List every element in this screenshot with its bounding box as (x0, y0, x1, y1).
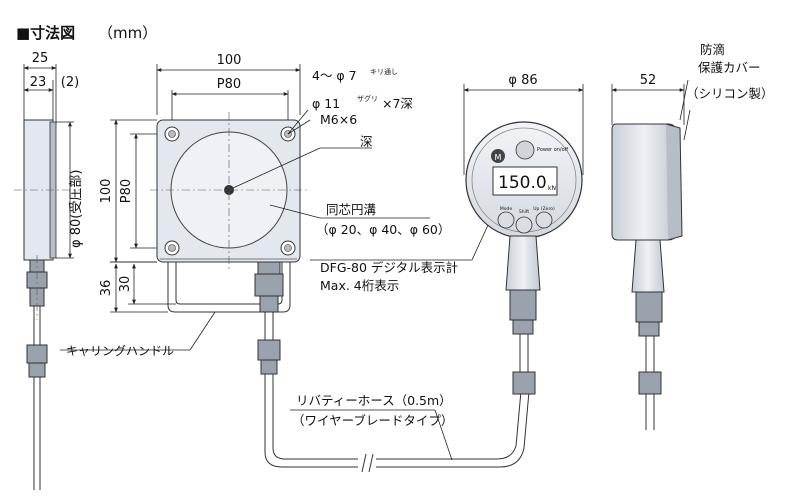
sensor-front-view (60, 64, 430, 375)
dim-receiver-diameter: φ 80(受圧部) (69, 170, 84, 248)
power-button (515, 140, 535, 160)
note-holes-sub: キリ通し (370, 67, 398, 76)
note-groove-title: 同芯円溝 (326, 202, 377, 217)
label-carrying-handle: キャリングハンドル (66, 344, 174, 358)
page-title: ■寸法図 (16, 24, 75, 42)
brand-logo-text: M (495, 153, 502, 162)
dim-handle: 30 (118, 276, 133, 293)
label-model: DFG-80 デジタル表示計 (320, 260, 458, 275)
unit-label: （mm） (98, 24, 157, 42)
dim-side-gap: (2) (61, 75, 79, 90)
dim-handle-total: 36 (99, 280, 114, 297)
dim-front-pitch-h: P80 (217, 77, 241, 92)
note-counterbore-sub: ザグリ (357, 94, 378, 103)
display-value: 150.0 (498, 173, 547, 193)
note-thread: M6×6 (320, 112, 357, 127)
note-thread-depth: 深 (360, 134, 373, 149)
dim-front-width: 100 (217, 53, 242, 68)
sensor-side-view (14, 64, 80, 490)
dim-gauge-diameter: φ 86 (508, 73, 537, 88)
dim-gauge-depth: 52 (640, 73, 657, 88)
gauge-side-view (611, 79, 691, 430)
button-mode-label: Mode (500, 206, 512, 212)
label-display-note: Max. 4桁表示 (320, 278, 399, 293)
note-groove-sizes: （φ 20、φ 40、φ 60） (316, 222, 450, 237)
brand-logo-icon (491, 149, 505, 163)
button-shift-label: Shift (519, 209, 529, 215)
dim-front-pitch-v: P80 (119, 179, 134, 203)
dim-side-body: 23 (30, 75, 47, 90)
power-label: Power on/off (537, 147, 569, 153)
hose (264, 374, 531, 473)
gauge-front-view (310, 84, 584, 395)
label-cover-1: 防滴 (700, 42, 725, 57)
label-hose-1: リバティーホース（0.5m） (296, 393, 452, 408)
dim-front-height: 100 (99, 179, 114, 204)
label-cover-3: （シリコン製） (686, 86, 774, 101)
note-counterbore-depth: ×7深 (382, 96, 413, 111)
button-up-label: Up (Zero) (533, 206, 555, 212)
note-counterbore: φ 11 (312, 96, 340, 111)
label-hose-2: （ワイヤーブレードタイプ） (292, 413, 453, 428)
note-holes: 4～ φ 7 (312, 68, 357, 83)
label-cover-2: 保護カバー (698, 60, 761, 75)
dim-side-overall: 25 (32, 51, 49, 66)
display-unit: kN (548, 185, 556, 192)
